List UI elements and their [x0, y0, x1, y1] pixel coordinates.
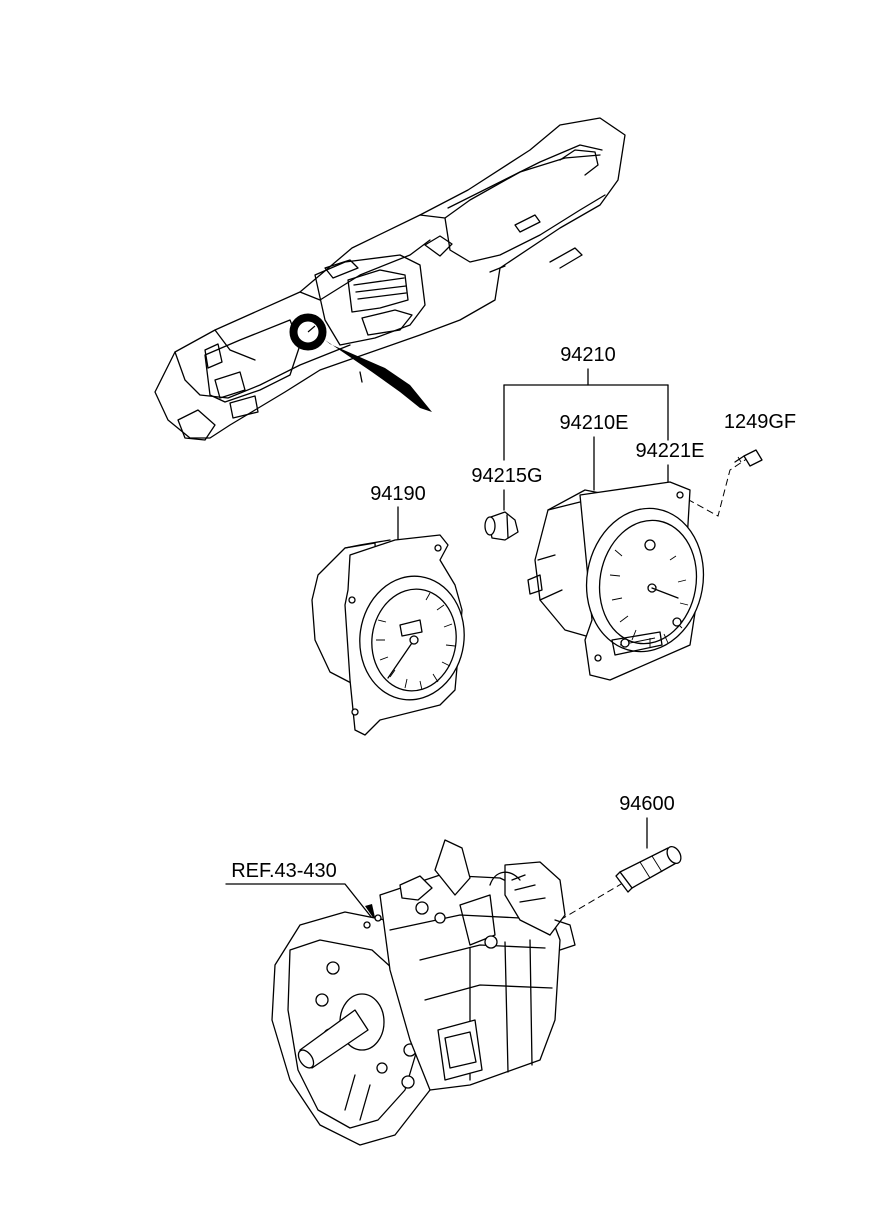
callout-94600: 94600	[619, 793, 675, 815]
callout-94221e: 94221E	[636, 440, 705, 462]
callout-94215g: 94215G	[471, 465, 542, 487]
bulb-94215g	[484, 511, 519, 541]
transmission-assembly	[271, 839, 576, 1146]
screw-1249gf	[734, 449, 763, 467]
callout-94210e: 94210E	[560, 412, 629, 434]
dashboard-illustration	[154, 117, 626, 441]
speedometer-94190	[311, 534, 465, 736]
callout-94210: 94210	[560, 344, 616, 366]
instrument-cluster-94210	[527, 481, 705, 681]
callout-1249gf: 1249GF	[724, 411, 796, 433]
callout-94190: 94190	[370, 483, 426, 505]
speed-sensor-94600	[615, 845, 682, 893]
leader-lines	[225, 368, 749, 922]
callout-ref-43-430: REF.43-430	[231, 860, 337, 882]
